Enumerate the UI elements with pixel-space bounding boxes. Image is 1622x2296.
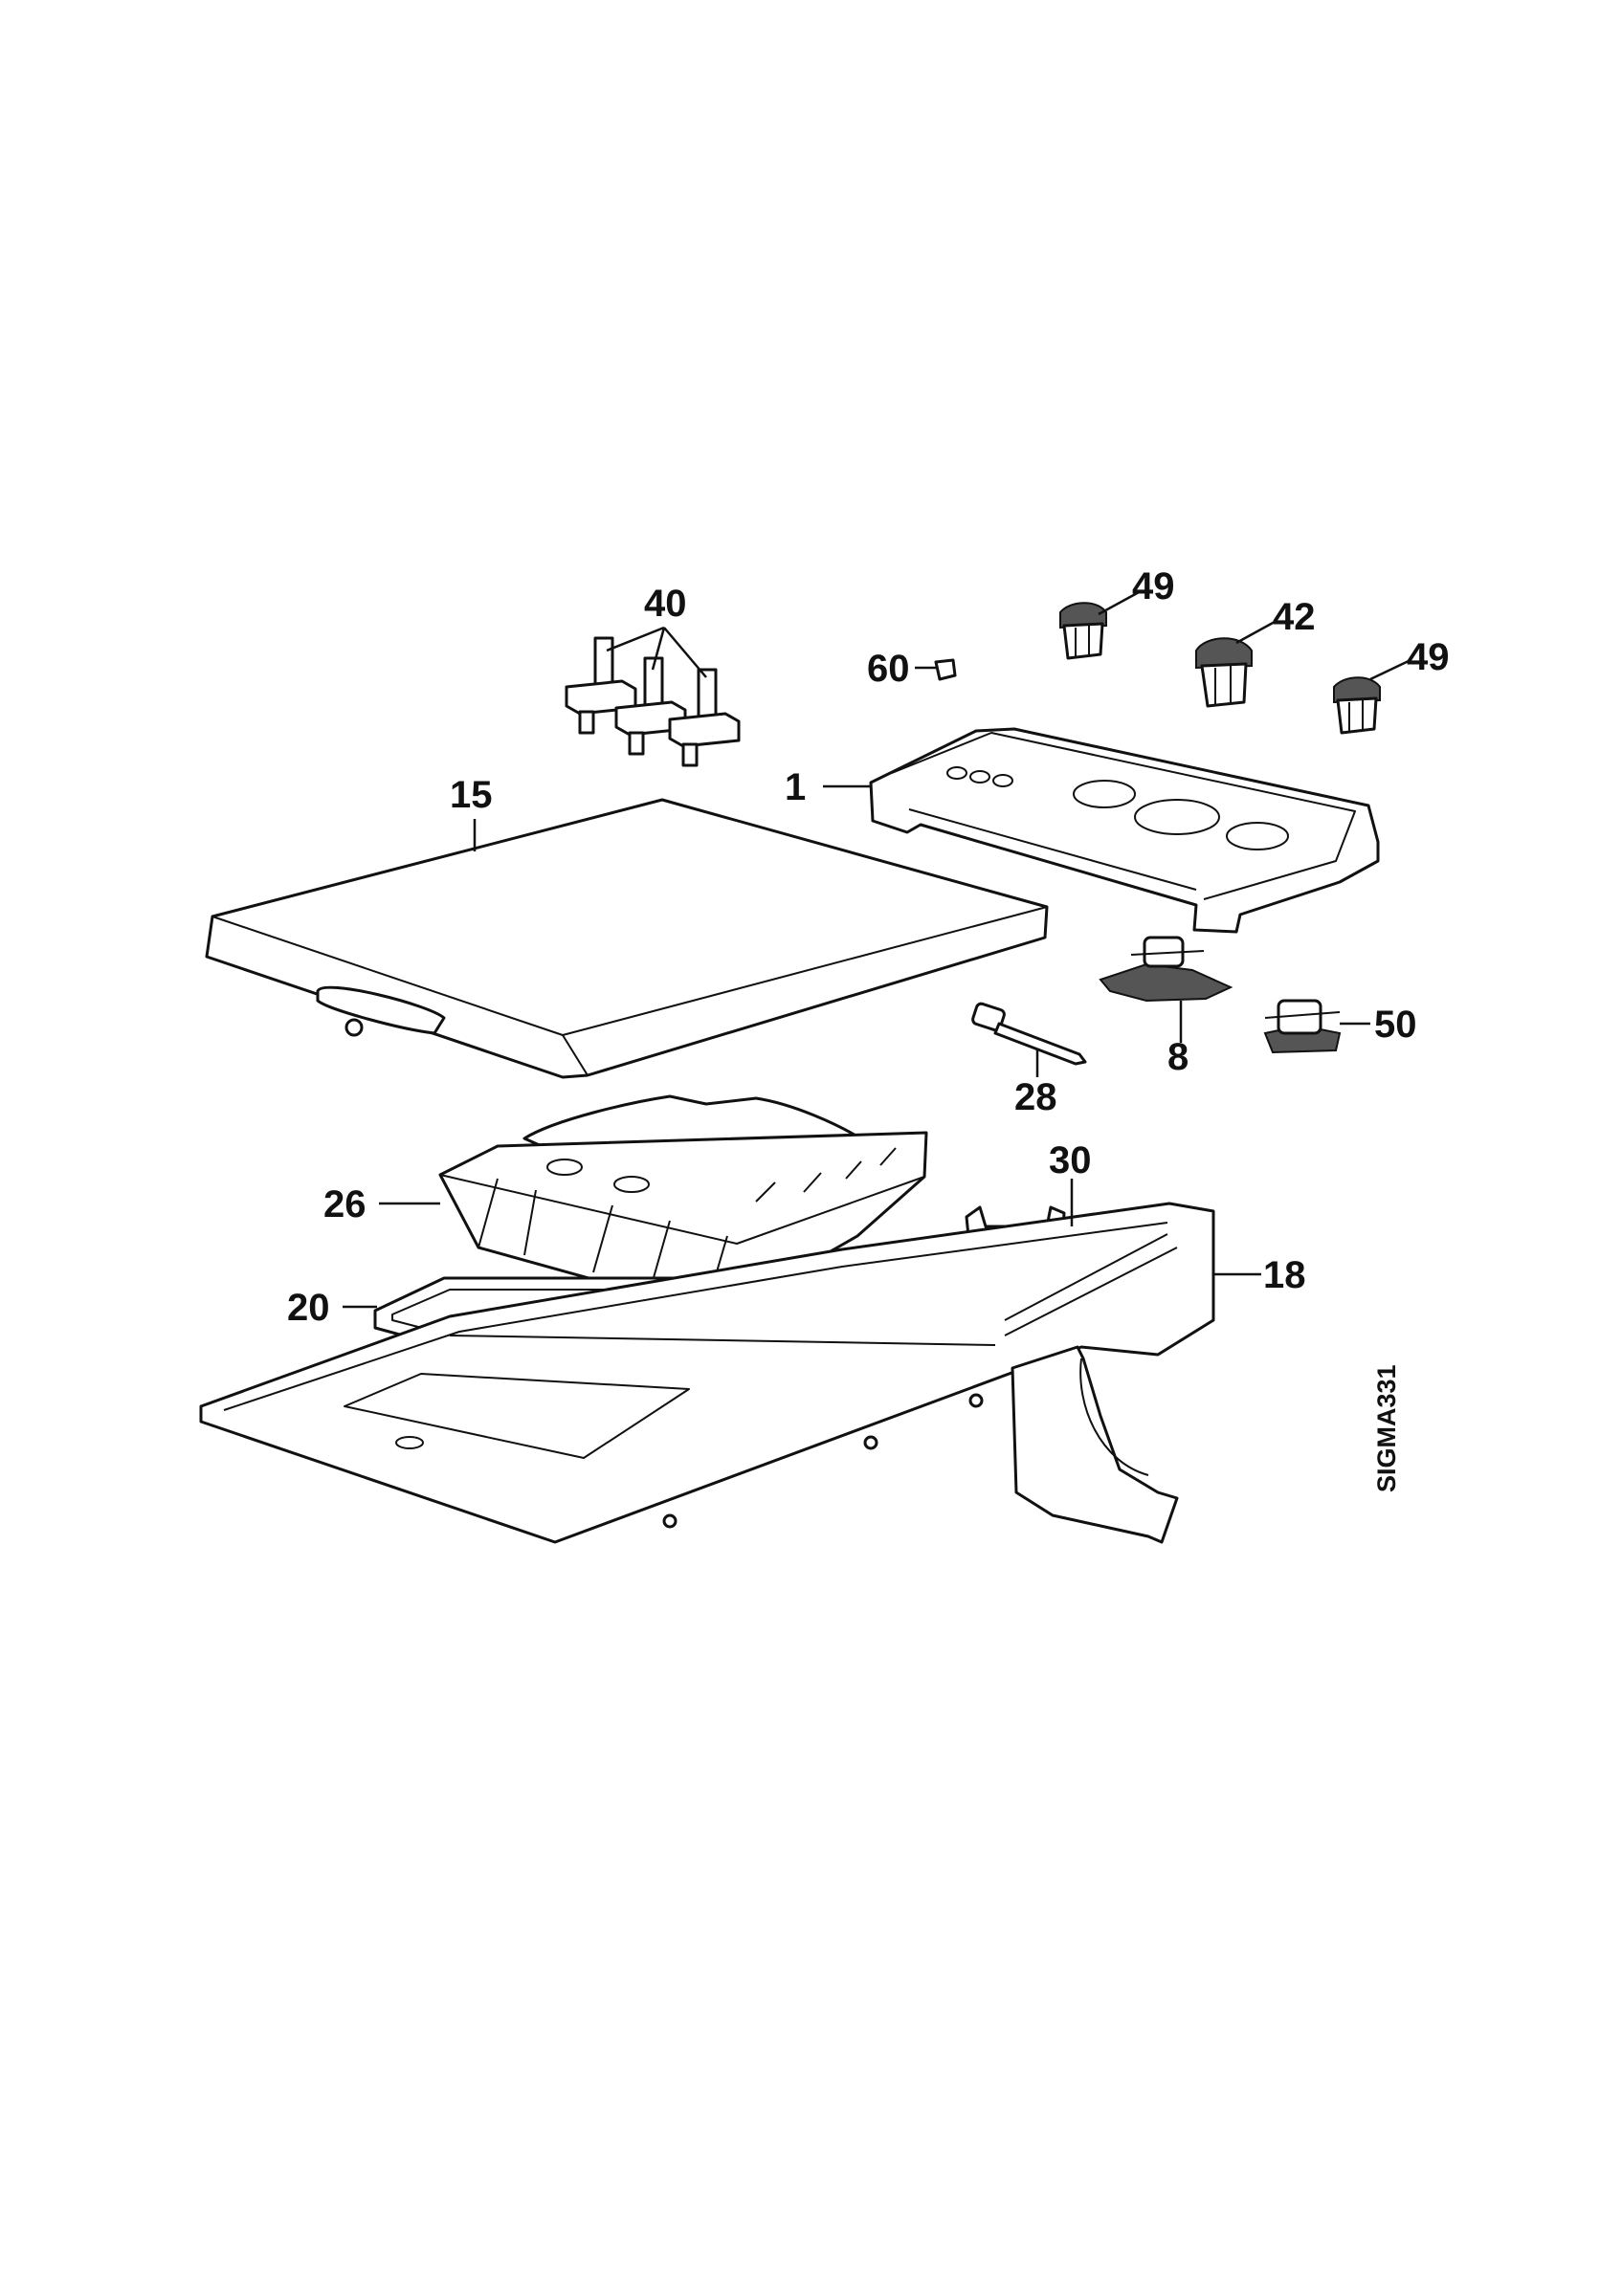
part-8-clip — [1099, 936, 1233, 1003]
callout-18: 18 — [1263, 1254, 1306, 1296]
part-40-buttons — [565, 636, 741, 767]
part-49-knob-right — [1333, 676, 1381, 735]
callout-40: 40 — [644, 583, 687, 625]
callout-60: 60 — [867, 648, 910, 690]
part-15-lid — [205, 798, 1049, 1079]
callout-30: 30 — [1049, 1139, 1092, 1181]
callout-50: 50 — [1374, 1004, 1417, 1046]
callout-28: 28 — [1014, 1076, 1057, 1118]
part-50-fitting — [1263, 999, 1342, 1054]
leader-lines — [343, 589, 1411, 1309]
callout-49-right: 49 — [1407, 636, 1450, 678]
part-42-knob — [1195, 637, 1253, 708]
callout-1: 1 — [785, 766, 806, 808]
callout-20: 20 — [287, 1287, 330, 1329]
drawing-code: SIGMA331 — [1372, 1364, 1401, 1492]
part-18-top-frame — [199, 1202, 1215, 1544]
part-26-drawer — [438, 1094, 928, 1311]
callout-labels: 40 49 42 49 60 1 15 8 50 28 30 26 18 20 — [287, 565, 1450, 1329]
part-28-pin — [971, 1002, 1087, 1066]
callout-42: 42 — [1273, 596, 1316, 638]
callout-8: 8 — [1167, 1036, 1189, 1078]
part-49-knob-left — [1059, 602, 1107, 660]
callout-15: 15 — [450, 774, 493, 816]
callout-49-left: 49 — [1132, 565, 1175, 607]
part-1-control-panel — [869, 727, 1380, 934]
callout-26: 26 — [323, 1183, 367, 1225]
part-60-plug — [934, 658, 957, 681]
